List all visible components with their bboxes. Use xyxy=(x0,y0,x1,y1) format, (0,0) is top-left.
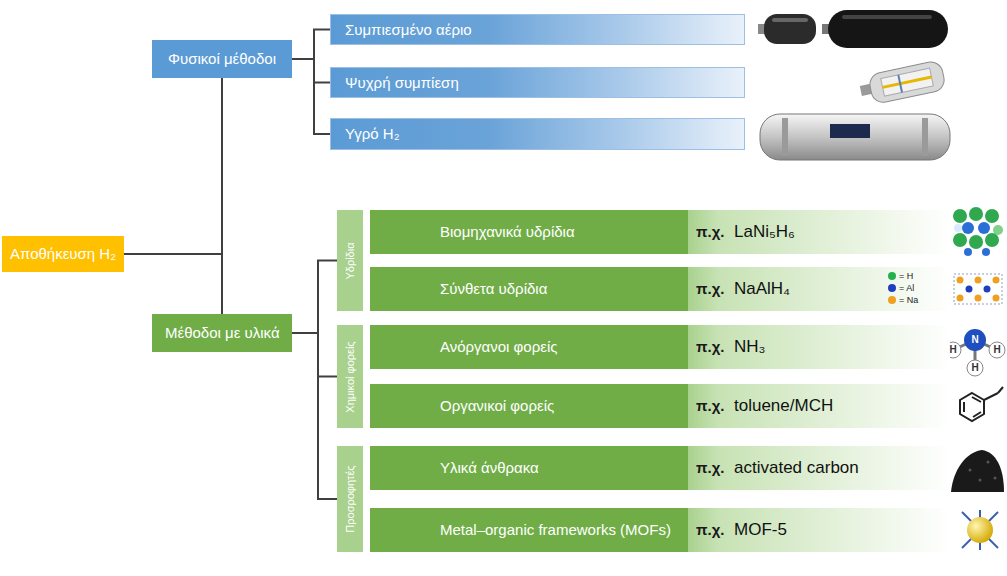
example-formula: NH₃ xyxy=(734,325,765,369)
tree-connector xyxy=(292,333,337,377)
node-label: Συμπιεσμένο αέριο xyxy=(345,15,472,44)
example-prefix: π.χ. xyxy=(696,325,724,369)
tree-connector xyxy=(292,261,337,334)
root-box: Αποθήκευση H₂ xyxy=(2,236,124,272)
material-row: Σύνθετα υδρίδια π.χ. NaAlH₄ xyxy=(370,267,950,311)
node-label: Metal–organic frameworks (MOFs) xyxy=(440,508,671,552)
method-band: Ψυχρή συμπίεση xyxy=(330,67,745,98)
cryo-tank-icon xyxy=(858,60,946,107)
group-band: Υδρίδια xyxy=(337,210,363,311)
example-formula: activated carbon xyxy=(734,446,859,490)
category-box: Φυσικοί μέθοδοι xyxy=(152,40,292,78)
material-row: Ανόργανοι φορείς π.χ. NH₃ xyxy=(370,325,950,369)
node-label: Βιομηχανικά υδρίδια xyxy=(440,210,575,254)
example-formula: LaNi₅H₆ xyxy=(734,210,795,254)
example-prefix: π.χ. xyxy=(696,210,724,254)
node-label: Ψυχρή συμπίεση xyxy=(345,68,459,97)
material-row: Οργανικοί φορείς π.χ. toluene/MCH xyxy=(370,384,950,428)
example-prefix: π.χ. xyxy=(696,508,724,552)
hydride-crystal-icon xyxy=(953,207,1003,256)
node-label: Υλικά άνθρακα xyxy=(440,446,539,490)
example-prefix: π.χ. xyxy=(696,267,724,311)
legend-swatch xyxy=(888,284,896,292)
legend-entry: = Al xyxy=(888,282,918,294)
alanate-crystal-icon xyxy=(954,274,1002,304)
node-label: Προσροφητές xyxy=(344,450,357,548)
node-label: Σύνθετα υδρίδια xyxy=(440,267,547,311)
toluene-structure-icon xyxy=(960,387,1003,421)
method-band: Υγρό H₂ xyxy=(330,118,745,150)
atom-label: H xyxy=(989,344,1005,356)
legend-entry: = Na xyxy=(888,294,918,306)
tree-connector xyxy=(292,59,330,134)
example-formula: MOF-5 xyxy=(734,508,787,552)
example-prefix: π.χ. xyxy=(696,384,724,428)
gas-tank-icon xyxy=(758,10,948,48)
tree-connector xyxy=(292,59,330,83)
material-row: Metal–organic frameworks (MOFs) π.χ. MOF-5 xyxy=(370,508,950,552)
tree-connector xyxy=(292,30,330,60)
liquid-tank-icon xyxy=(760,114,950,160)
tree-connector xyxy=(124,78,222,254)
material-row: Βιομηχανικά υδρίδια π.χ. LaNi₅H₆ xyxy=(370,210,950,254)
atom-label: H xyxy=(967,362,983,374)
example-formula: NaAlH₄ xyxy=(734,267,790,311)
example-prefix: π.χ. xyxy=(696,446,724,490)
tree-connector xyxy=(292,333,337,499)
node-label: Υγρό H₂ xyxy=(345,119,400,149)
group-band: Προσροφητές xyxy=(337,446,363,552)
ammonia-molecule-icon xyxy=(945,329,1005,376)
node-label: Χημικοί φορείς xyxy=(344,329,357,424)
mof-structure-icon xyxy=(962,510,998,550)
legend-text: = H xyxy=(899,271,913,281)
node-label: Μέθοδοι με υλικά xyxy=(165,314,280,352)
node-label: Οργανικοί φορείς xyxy=(440,384,554,428)
legend-swatch xyxy=(888,296,896,304)
node-label: Υδρίδια xyxy=(344,214,357,307)
activated-carbon-icon xyxy=(951,450,1004,492)
atom-label: H xyxy=(945,344,961,356)
category-box: Μέθοδοι με υλικά xyxy=(152,314,292,352)
atom-legend: = H = Al = Na xyxy=(888,270,918,306)
group-band: Χημικοί φορείς xyxy=(337,325,363,428)
example-formula: toluene/MCH xyxy=(734,384,833,428)
legend-text: = Na xyxy=(899,295,918,305)
material-row: Υλικά άνθρακα π.χ. activated carbon xyxy=(370,446,950,490)
node-label: Αποθήκευση H₂ xyxy=(10,236,116,272)
legend-text: = Al xyxy=(899,283,914,293)
legend-swatch xyxy=(888,272,896,280)
legend-entry: = H xyxy=(888,270,918,282)
node-label: Φυσικοί μέθοδοι xyxy=(168,40,276,78)
node-label: Ανόργανοι φορείς xyxy=(440,325,557,369)
method-band: Συμπιεσμένο αέριο xyxy=(330,14,745,45)
tree-connector xyxy=(124,254,222,314)
atom-label: N xyxy=(967,334,983,346)
